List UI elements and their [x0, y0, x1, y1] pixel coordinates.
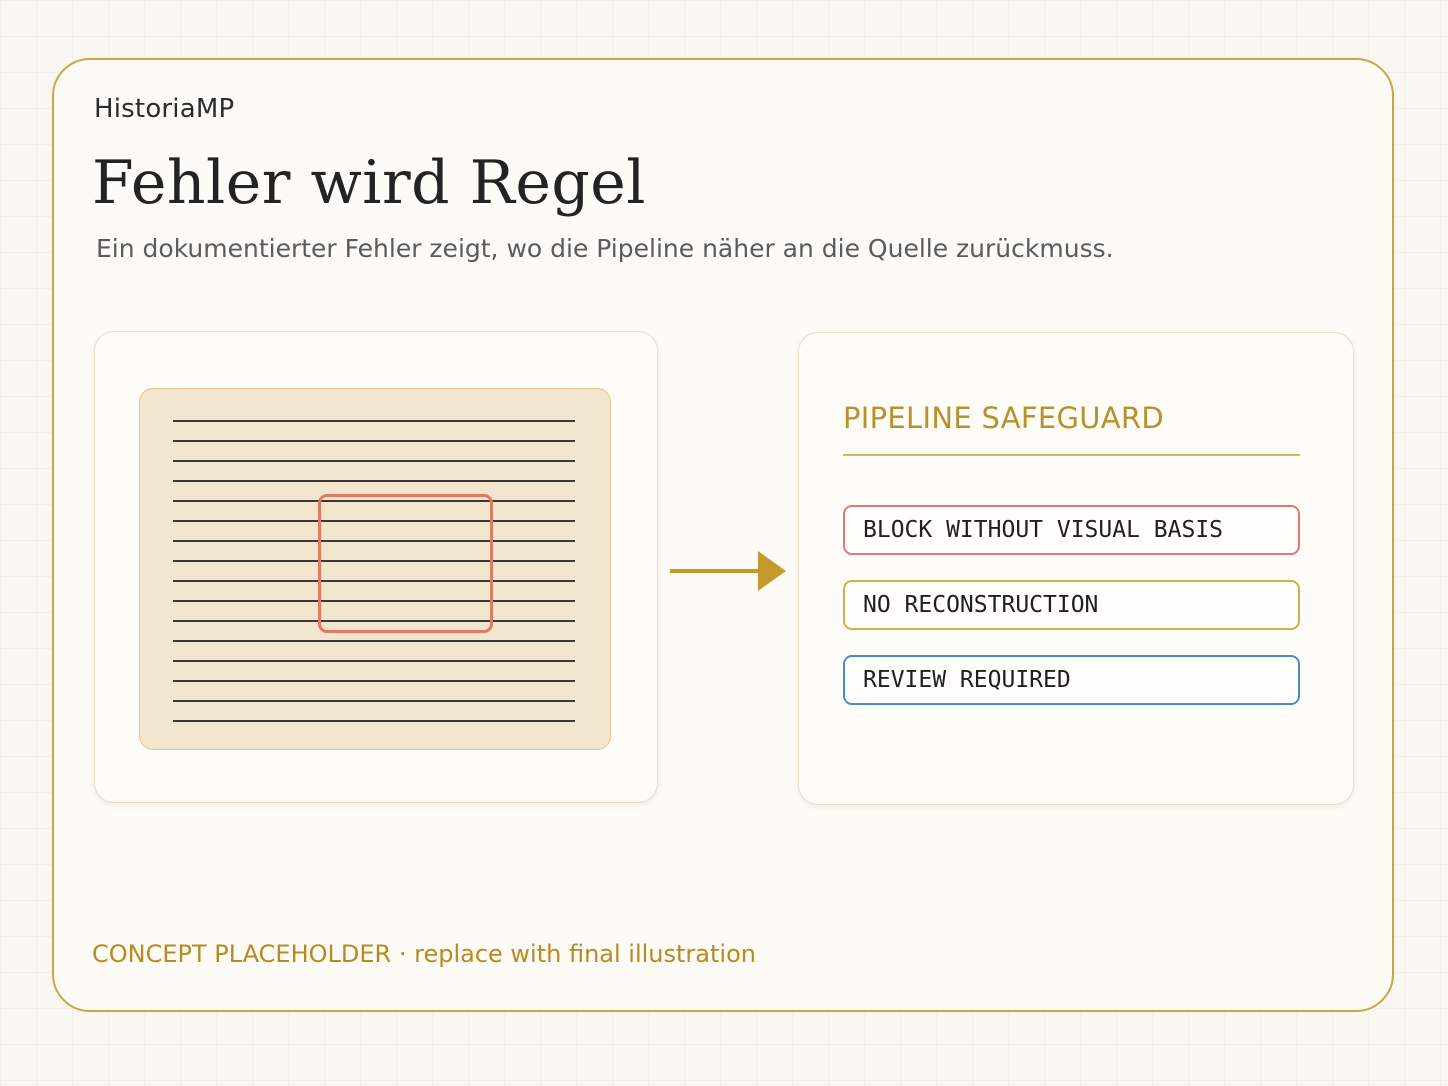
placeholder-note: CONCEPT PLACEHOLDER · replace with final… [92, 940, 756, 968]
document-text-line [173, 420, 575, 422]
document-text-line [173, 500, 575, 502]
error-highlight-box [318, 494, 493, 633]
document-text-line [173, 700, 575, 702]
page-subtitle: Ein dokumentierter Fehler zeigt, wo die … [96, 234, 1114, 263]
arrow-right-icon [670, 551, 786, 591]
document-text-line [173, 480, 575, 482]
document-text-line [173, 520, 575, 522]
document-text-line [173, 460, 575, 462]
pipeline-safeguard-panel: PIPELINE SAFEGUARD BLOCK WITHOUT VISUAL … [798, 332, 1354, 805]
document-text-line [173, 680, 575, 682]
document-text-line [173, 560, 575, 562]
document-text-line [173, 580, 575, 582]
brand-label: HistoriaMP [94, 94, 235, 124]
document-page [139, 388, 611, 750]
document-text-line [173, 440, 575, 442]
safeguard-divider [843, 454, 1300, 456]
rule-no-reconstruction: NO RECONSTRUCTION [843, 580, 1300, 630]
document-text-line [173, 660, 575, 662]
safeguard-heading: PIPELINE SAFEGUARD [843, 401, 1165, 435]
rule-review-required: REVIEW REQUIRED [843, 655, 1300, 705]
source-document-panel [94, 331, 658, 803]
document-text-line [173, 640, 575, 642]
rule-block-without-visual-basis: BLOCK WITHOUT VISUAL BASIS [843, 505, 1300, 555]
illustration-card: HistoriaMP Fehler wird Regel Ein dokumen… [52, 58, 1394, 1012]
document-text-line [173, 620, 575, 622]
page-title: Fehler wird Regel [92, 148, 646, 218]
document-text-line [173, 600, 575, 602]
document-text-line [173, 720, 575, 722]
document-text-line [173, 540, 575, 542]
